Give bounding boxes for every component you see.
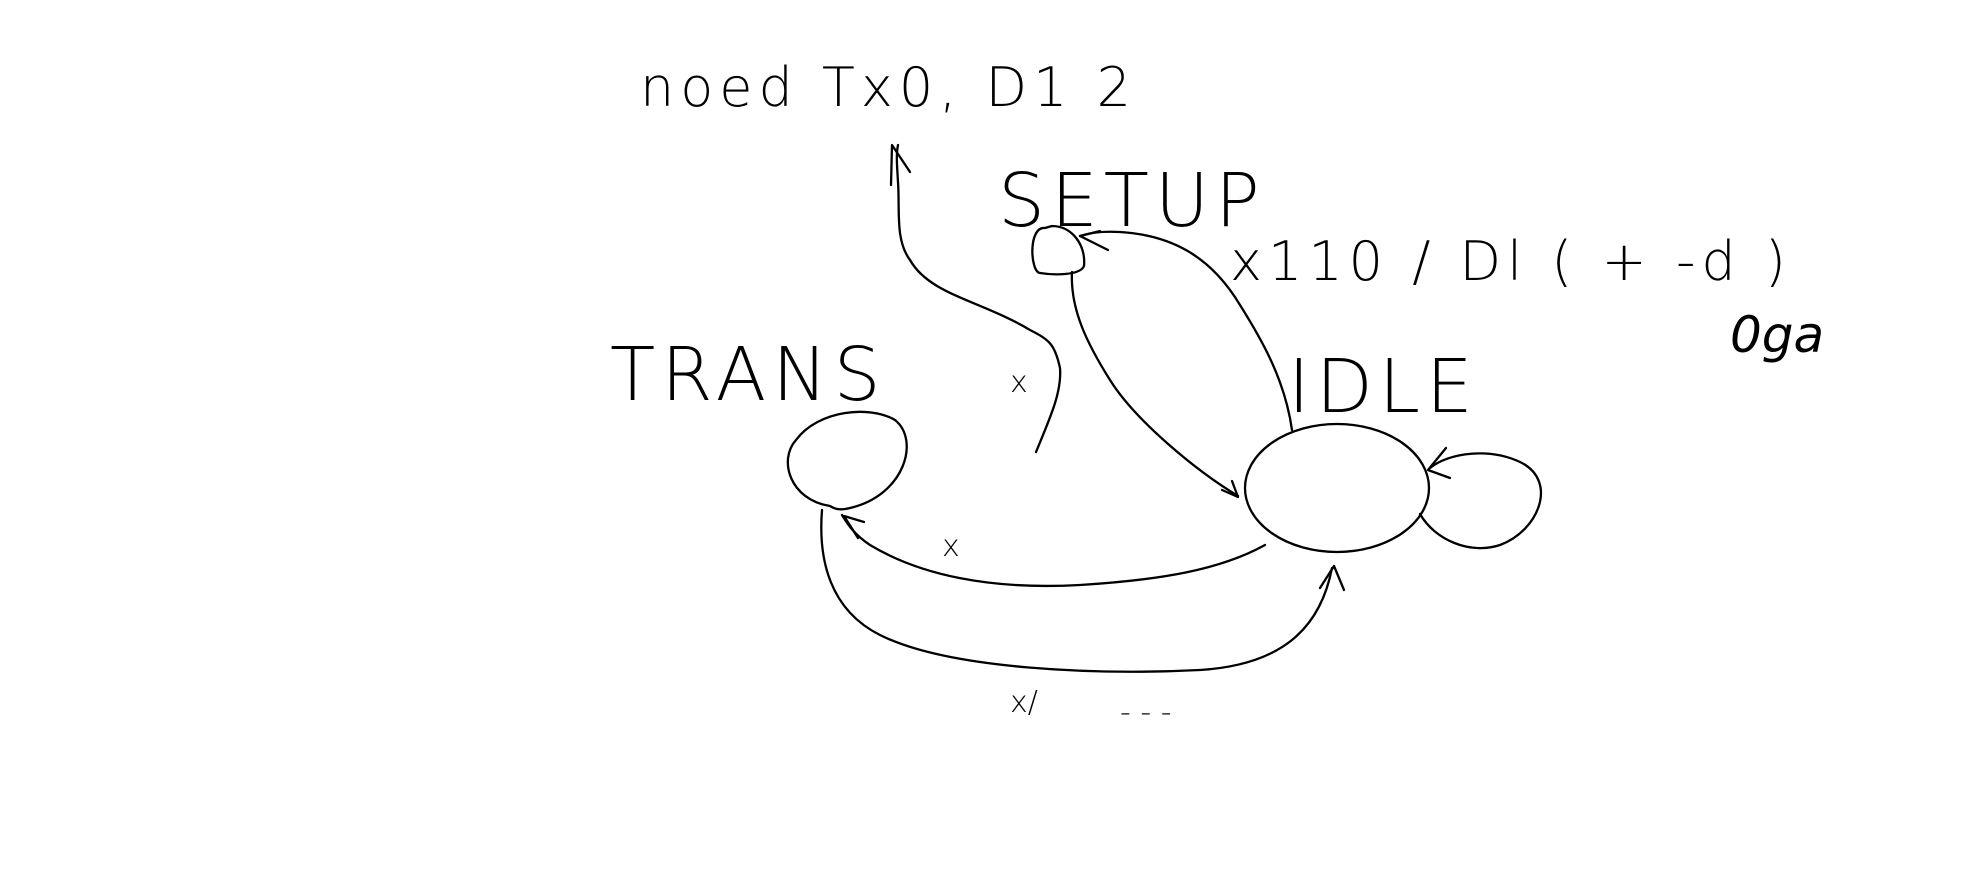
label-trans-to-idle-tail: - - - xyxy=(1120,695,1172,730)
edge-trans-to-idle: x/ - - - xyxy=(820,508,1346,730)
edge-idle-to-setup xyxy=(1078,229,1294,432)
edge-idle-to-trans: x xyxy=(840,513,1267,588)
trans-state xyxy=(786,410,908,511)
edge-idle-self-loop xyxy=(1418,446,1542,550)
edge-setup-to-idle xyxy=(1070,270,1240,499)
edge-setup-to-trans: x xyxy=(889,143,1062,454)
trans-state-label: TRANS xyxy=(610,332,887,418)
top-note-label: noed Tx0, D1 2 xyxy=(640,56,1137,119)
right-note-label: x110 / Dl ( + -d ) xyxy=(1230,230,1792,293)
label-setup-to-trans: x xyxy=(1010,365,1028,400)
label-idle-to-trans: x xyxy=(942,529,960,564)
idle-state-label: IDLE xyxy=(1288,344,1479,430)
setup-state xyxy=(1031,224,1086,276)
idle-state xyxy=(1243,422,1431,554)
right-scribble-label: 0ga xyxy=(1730,306,1824,364)
setup-state-label: SETUP xyxy=(998,158,1266,244)
label-trans-to-idle: x/ xyxy=(1010,685,1038,720)
